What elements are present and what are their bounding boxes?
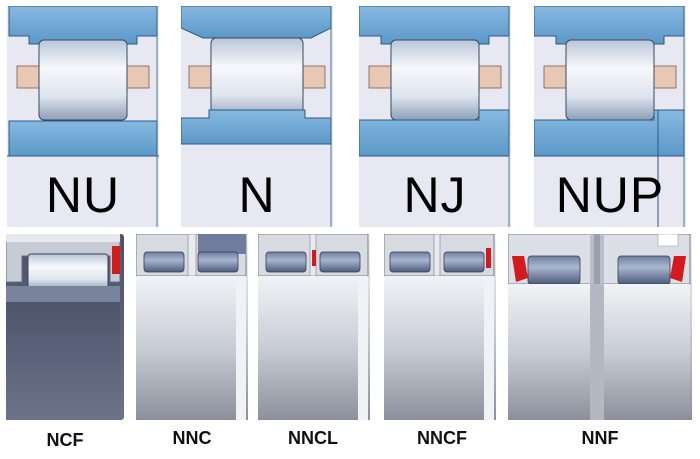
bearing-panel-nncf — [384, 234, 496, 420]
bearing-label-ncf: NCF — [46, 430, 84, 450]
ncf-cross-section-diagram — [6, 234, 124, 420]
nncf-cross-section-diagram — [384, 234, 496, 420]
nncl-cross-section-diagram — [258, 234, 370, 420]
bearing-label-n: N — [238, 167, 276, 223]
nnf-cross-section-diagram — [508, 234, 692, 420]
bearing-label-nj: NJ — [403, 167, 467, 223]
bearing-panel-nu: NU — [7, 6, 159, 227]
bearing-panel-nj: NJ — [359, 6, 511, 227]
bearing-label-nncf: NNCF — [417, 428, 467, 448]
bearing-label-nnf: NNF — [581, 428, 619, 448]
n-cross-section-diagram — [181, 6, 333, 227]
bearing-label-nup: NUP — [555, 167, 665, 223]
bearing-panel-nncl — [258, 234, 370, 420]
bearing-label-nnc: NNC — [172, 428, 212, 448]
bearing-panel-ncf — [6, 234, 124, 420]
nu-cross-section-diagram — [7, 6, 159, 227]
bearing-panel-nup: NUP — [534, 6, 686, 227]
bearing-label-nu: NU — [45, 167, 121, 223]
nj-cross-section-diagram — [359, 6, 511, 227]
bearing-panel-nnf — [508, 234, 692, 420]
bearing-label-nncl: NNCL — [288, 428, 338, 448]
bearing-panel-nnc — [136, 234, 248, 420]
nnc-cross-section-diagram — [136, 234, 248, 420]
bearing-panel-n: N — [181, 6, 333, 227]
nup-cross-section-diagram — [534, 6, 686, 227]
